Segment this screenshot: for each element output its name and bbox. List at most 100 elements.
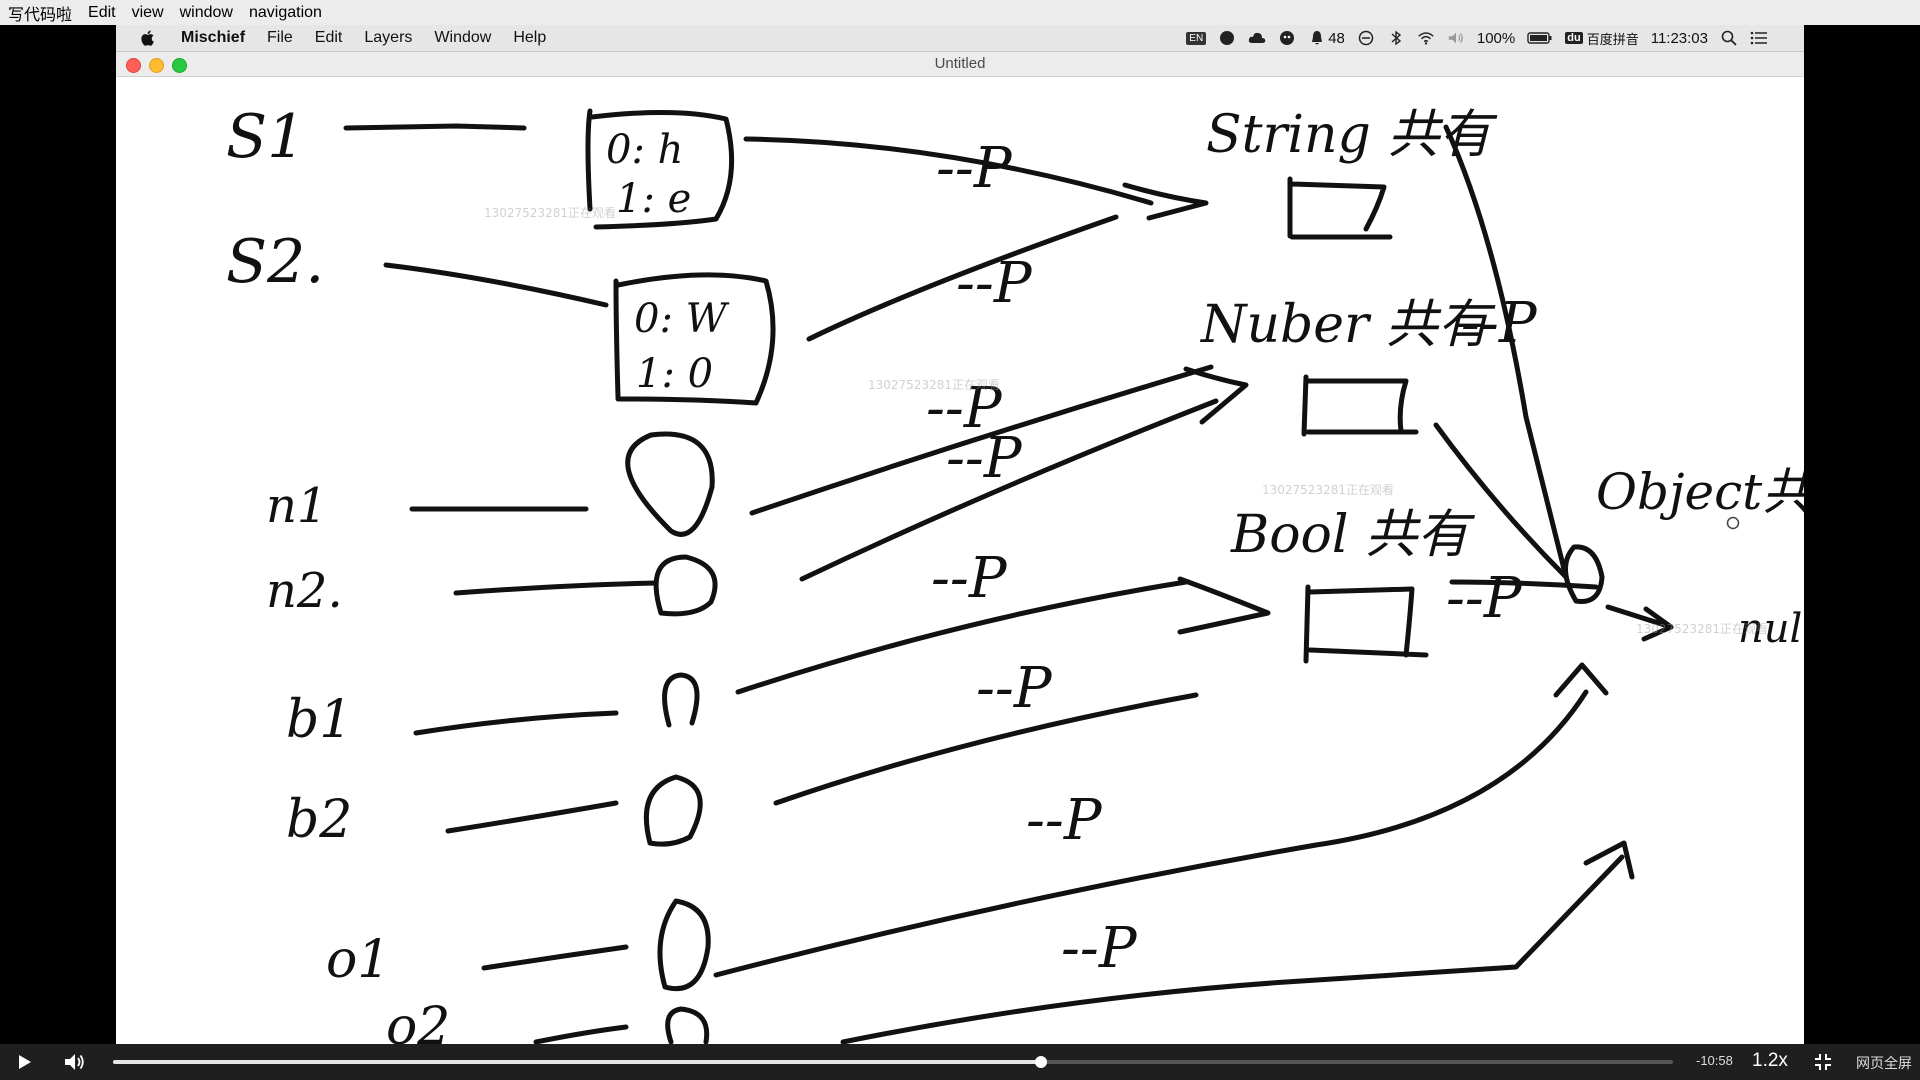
array-box-s1-outline xyxy=(589,109,735,230)
proto-pointer-label: --P xyxy=(1026,788,1103,853)
handwritten-diagram: S1 S2. n1 n2. b1 b2 o1 o2 0: h 1: e 0: W… xyxy=(226,102,1804,1044)
viewer-watermark: 13027523281正在观看 xyxy=(868,378,1000,392)
arrowhead-number xyxy=(1183,366,1249,425)
array-s2-item-0: 0: W xyxy=(634,296,730,342)
viewer-watermark: 13027523281正在观看 xyxy=(484,206,616,220)
array-box-s2-left xyxy=(613,278,621,400)
link-s1-to-string-proto xyxy=(743,136,1154,206)
label-o2: o2 xyxy=(386,997,450,1044)
arrowhead-o2 xyxy=(1583,840,1635,880)
link-n2-to-number-proto xyxy=(799,398,1219,582)
host-menu-window[interactable]: window xyxy=(179,3,233,21)
play-button[interactable] xyxy=(12,1044,38,1080)
volume-button[interactable] xyxy=(62,1044,88,1080)
battery-percent[interactable]: 100% xyxy=(1476,29,1516,47)
number-proto-label: Nuber 共有 xyxy=(1199,295,1496,355)
progress-fill xyxy=(113,1060,1042,1064)
status-area: EN 48 100% du 百度拼音 11:23:03 xyxy=(1186,25,1768,51)
host-menubar: 写代码啦 Edit view window navigation xyxy=(0,0,1920,25)
speaker-icon xyxy=(65,1054,84,1070)
label-s2: S2. xyxy=(226,227,324,297)
link-bool-to-object xyxy=(1449,579,1599,590)
array-s2-item-1: 1: 0 xyxy=(636,351,713,397)
window-zoom-button[interactable] xyxy=(172,58,187,73)
exit-fullscreen-button[interactable] xyxy=(1810,1044,1836,1080)
arrow-s1 xyxy=(343,123,527,131)
string-proto-box xyxy=(1287,176,1393,240)
progress-handle[interactable] xyxy=(1035,1056,1048,1068)
do-not-disturb-icon[interactable] xyxy=(1357,30,1375,46)
link-o1-to-object xyxy=(713,689,1589,978)
apple-icon[interactable] xyxy=(136,28,160,48)
label-n1: n1 xyxy=(266,478,327,534)
web-fullscreen-button[interactable]: 网页全屏 xyxy=(1856,1055,1912,1071)
viewer-watermark: 13027523281正在观看 xyxy=(1636,622,1768,636)
pen-cursor-icon xyxy=(1726,516,1740,530)
ime-switcher[interactable]: du 百度拼音 xyxy=(1565,29,1639,48)
string-proto-label: String 共有 xyxy=(1206,105,1498,165)
window-titlebar: Untitled xyxy=(116,52,1804,77)
host-menu-navigation[interactable]: navigation xyxy=(248,3,322,21)
link-string-to-object xyxy=(1443,124,1569,580)
proto-pointer-label: --P xyxy=(931,546,1008,611)
object-proto-label: Object共 xyxy=(1596,463,1804,521)
bluetooth-icon[interactable] xyxy=(1387,30,1405,46)
drawing-canvas[interactable]: S1 S2. n1 n2. b1 b2 o1 o2 0: h 1: e 0: W… xyxy=(116,77,1804,1044)
proto-pointer-label: --P xyxy=(936,136,1013,201)
circle-n1 xyxy=(625,431,715,537)
link-number-to-object xyxy=(1433,422,1569,580)
menu-file[interactable]: File xyxy=(267,29,293,46)
menu-app-mischief[interactable]: Mischief xyxy=(181,29,246,46)
arrow-n2 xyxy=(453,580,659,596)
notifications[interactable]: 48 xyxy=(1308,30,1345,47)
host-menu-view[interactable]: view xyxy=(131,3,164,21)
app-status-icon[interactable] xyxy=(1218,30,1236,46)
arrowhead-string xyxy=(1122,182,1209,221)
proto-pointer-label: --P xyxy=(946,426,1023,491)
menu-edit[interactable]: Edit xyxy=(314,29,343,46)
window-minimize-button[interactable] xyxy=(149,58,164,73)
playback-speed-button[interactable]: 1.2x xyxy=(1752,1050,1788,1071)
menu-help[interactable]: Help xyxy=(513,29,547,46)
time-remaining: -10:58 xyxy=(1696,1053,1733,1068)
cloud-icon[interactable] xyxy=(1248,30,1266,46)
arrow-s2 xyxy=(383,262,609,308)
notification-center-icon[interactable] xyxy=(1750,30,1768,46)
arrowhead-bool xyxy=(1177,576,1271,635)
battery-icon[interactable] xyxy=(1527,30,1553,46)
window-close-button[interactable] xyxy=(126,58,141,73)
proto-pointer-label: --P xyxy=(956,251,1033,316)
wifi-icon[interactable] xyxy=(1417,30,1435,46)
link-b1-to-bool-proto xyxy=(735,579,1189,695)
arrow-b2 xyxy=(445,800,619,834)
play-icon xyxy=(19,1055,31,1069)
host-menu-app[interactable]: 写代码啦 xyxy=(8,6,73,24)
arrow-object-to-null xyxy=(1605,604,1674,642)
volume-icon[interactable] xyxy=(1447,30,1465,46)
recorded-mac-screen: Mischief File Edit Layers Window Help EN… xyxy=(116,25,1804,1044)
notification-count: 48 xyxy=(1328,29,1345,47)
array-box-s1-left xyxy=(585,108,593,212)
host-menu-edit[interactable]: Edit xyxy=(88,3,116,21)
null-label: nul xyxy=(1738,606,1802,652)
qq-icon[interactable] xyxy=(1278,30,1296,46)
spotlight-search-icon[interactable] xyxy=(1720,30,1738,46)
progress-track[interactable] xyxy=(113,1056,1673,1068)
menu-layers[interactable]: Layers xyxy=(364,29,413,46)
bool-proto-box xyxy=(1303,584,1429,664)
ime-badge: du xyxy=(1565,32,1583,44)
link-s2-to-string-proto xyxy=(806,214,1119,342)
bell-icon xyxy=(1312,31,1323,45)
proto-pointer-label: --P xyxy=(926,376,1003,441)
label-o1: o1 xyxy=(326,930,390,990)
input-source-badge[interactable]: EN xyxy=(1186,31,1207,45)
menubar-clock[interactable]: 11:23:03 xyxy=(1650,29,1708,47)
video-player-controls: -10:58 1.2x 网页全屏 xyxy=(0,1044,1920,1080)
proto-pointer-label: --P xyxy=(1446,566,1523,631)
menu-window[interactable]: Window xyxy=(434,29,492,46)
label-b1: b1 xyxy=(286,690,352,750)
circle-n2 xyxy=(653,554,718,617)
viewer-watermark: 13027523281正在观看 xyxy=(1262,483,1394,497)
window-title: Untitled xyxy=(934,55,986,72)
arrowhead-o1 xyxy=(1553,662,1609,698)
